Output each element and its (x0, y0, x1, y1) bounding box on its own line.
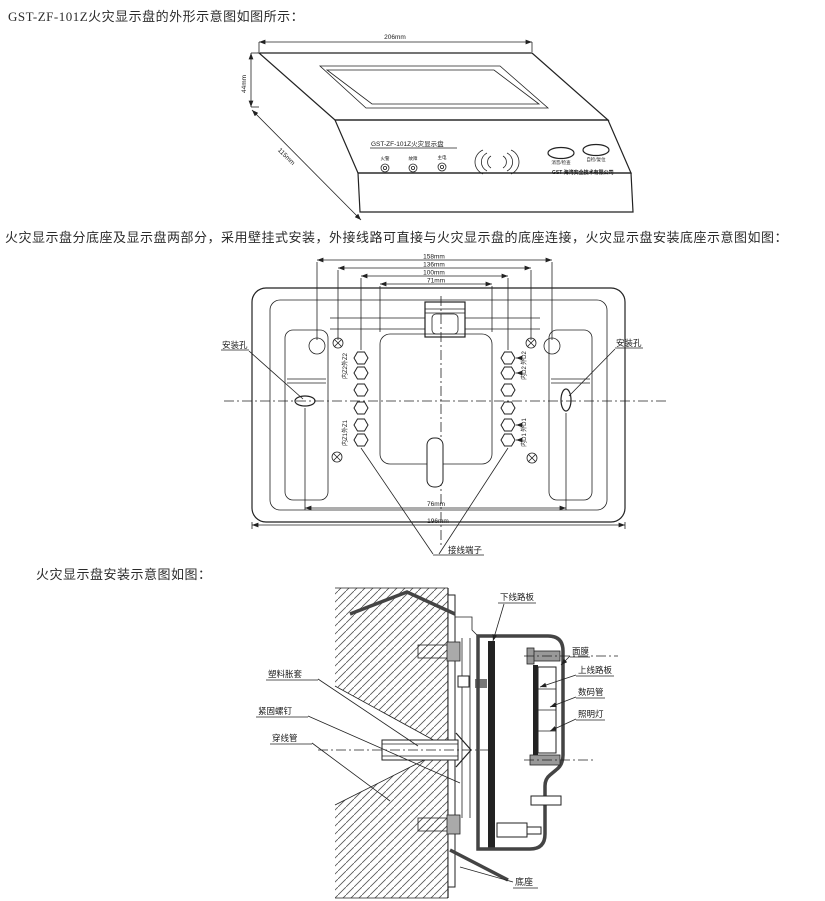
connector-pin (526, 826, 542, 835)
device-top-face (257, 52, 610, 121)
label-front-membrane: 面膜 (572, 646, 590, 656)
leader-line (492, 603, 505, 642)
dim-label: 100mm (423, 270, 445, 277)
terminal-block-label: 接线端子 (448, 545, 483, 555)
left-slot-panel (284, 329, 329, 501)
terminal-label-z1: 内Z1外Z1 (341, 419, 349, 446)
corner-hole (543, 337, 561, 355)
leader-line (248, 350, 304, 400)
led-label: 故障 (409, 155, 418, 162)
paragraph-mounting: 火灾显示盘分底座及显示盘两部分，采用壁挂式安装，外接线路可直接与火灾显示盘的底座… (5, 230, 789, 245)
terminal-column-right (500, 351, 516, 447)
selftest-button-shape (582, 143, 610, 157)
base-diagram: 158mm 136mm 100mm 71mm 安装孔 安装孔 (221, 254, 666, 556)
led-label: 火警 (381, 155, 390, 162)
brand-text: GST 海湾安全技术有限公司 (552, 169, 614, 176)
button-label: 自检/复位 (586, 156, 606, 163)
dim-width-label: 206mm (384, 34, 406, 41)
leader-line (438, 447, 509, 555)
dim-label: 196mm (427, 518, 449, 525)
label-upper-board: 上线路板 (578, 665, 613, 675)
button-label: 消音/检查 (551, 159, 571, 166)
leader-line (307, 715, 461, 784)
leader-line (311, 742, 391, 802)
mount-hole-left-label: 安装孔 (222, 340, 248, 350)
lower-circuit-board (488, 641, 495, 848)
cutout-edge (334, 685, 449, 749)
base-top-tab (349, 590, 456, 616)
dim-depth-label: 115mm (276, 147, 296, 167)
mute-button-shape (547, 146, 575, 160)
heading-outline: GST-ZF-101Z火灾显示盘的外形示意图如图所示： (8, 9, 305, 24)
dim-label: 71mm (427, 278, 445, 285)
mount-hole-right (560, 388, 572, 412)
screen-inner (325, 69, 541, 105)
base-bottom-tab (449, 848, 509, 882)
base-boss (457, 675, 470, 688)
upper-circuit-board (533, 665, 538, 755)
corner-hole (308, 337, 326, 355)
dim-label: 158mm (423, 254, 445, 261)
label-plastic-sleeve: 塑料胀套 (268, 669, 303, 679)
label-conduit: 穿线管 (272, 733, 298, 743)
base-outer-outline (251, 287, 626, 523)
leader-line (539, 674, 577, 688)
leader-line (549, 696, 577, 708)
dim-line-depth (251, 109, 362, 221)
label-digit-tube: 数码管 (578, 687, 604, 697)
led-label: 主电 (438, 154, 447, 160)
led-indicator (380, 162, 447, 173)
base-top-step (455, 616, 479, 637)
speaker-icon (474, 149, 520, 175)
leader-line (459, 866, 514, 883)
front-shell (476, 634, 565, 851)
leader-line (317, 678, 419, 747)
dim-label: 76mm (427, 501, 445, 508)
bottom-dimensions (251, 408, 626, 529)
install-diagram: 塑料胀套 紧固螺钉 穿线管 下线路板 面膜 上线路板 数码管 照明灯 底座 (256, 587, 618, 899)
lower-support (530, 795, 562, 806)
panel-title: GST-ZF-101Z火灾显示盘 (371, 139, 444, 148)
bottom-screw-assembly (417, 814, 461, 835)
terminal-label-z2: 内Z2外Z2 (341, 352, 349, 379)
screw-hole (526, 452, 538, 464)
label-illumination-lamp: 照明灯 (578, 709, 604, 719)
terminal-label-d2-in: 内D2 (520, 366, 528, 380)
dim-height-label: 44mm (241, 75, 248, 93)
right-slot-panel (548, 329, 593, 501)
connector-block (496, 822, 528, 838)
device-base-band (357, 172, 634, 213)
heading-install: 火灾显示盘安装示意图如图： (36, 567, 212, 582)
label-fastening-screw: 紧固螺钉 (258, 706, 293, 716)
top-dimensions (316, 257, 553, 350)
terminal-label-d1-out: 外D1 (520, 418, 528, 432)
mount-hole-right-label: 安装孔 (616, 338, 642, 348)
dim-label: 136mm (423, 262, 445, 269)
label-base: 底座 (515, 876, 533, 887)
label-lower-board: 下线路板 (500, 592, 535, 602)
leader-line (549, 718, 577, 732)
leader-line (360, 447, 434, 555)
terminal-column-left (353, 351, 369, 447)
terminal-label-d2-out: 外D2 (520, 351, 528, 365)
board-clip (475, 679, 487, 688)
screw-hole (331, 451, 343, 463)
leader-line (560, 655, 571, 666)
top-screw-assembly (417, 641, 461, 662)
hook-slot (426, 437, 444, 488)
outline-diagram: 206mm 44mm 115mm GST-ZF-101Z火灾显示盘 火警 故障 … (241, 34, 634, 221)
terminal-label-d1-in: 内D1 (520, 433, 528, 447)
top-connector (330, 301, 540, 338)
mount-hole-left (294, 395, 316, 407)
screen-outer (318, 65, 550, 109)
leader-line (568, 348, 616, 397)
